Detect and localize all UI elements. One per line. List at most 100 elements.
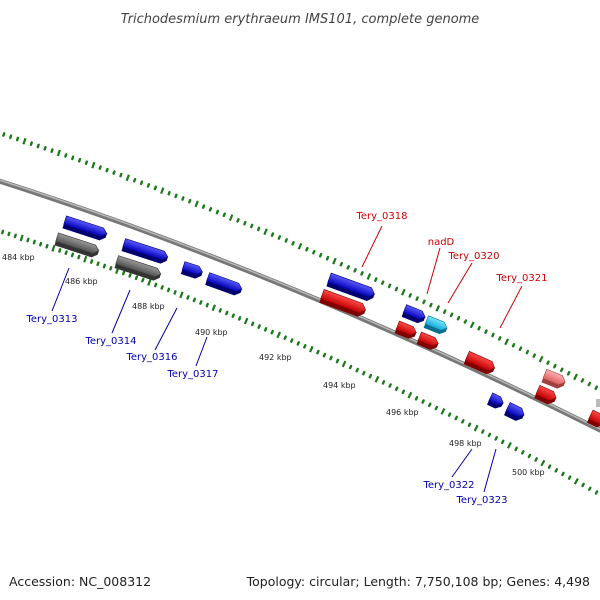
upper-track-minor-tick bbox=[119, 172, 123, 178]
upper-track-minor-tick bbox=[222, 212, 226, 218]
map-title: Trichodesmium erythraeum IMS101, complet… bbox=[121, 12, 480, 27]
lower-track-minor-tick bbox=[231, 313, 235, 318]
lower-track-minor-tick bbox=[434, 405, 439, 411]
upper-track-minor-tick bbox=[71, 155, 75, 161]
gene-red-4-shadow bbox=[463, 360, 495, 375]
gene-tery-0322 bbox=[486, 392, 504, 409]
lower-track-minor-tick bbox=[381, 380, 386, 385]
upper-track-minor-tick bbox=[132, 177, 137, 183]
lower-track-minor-tick bbox=[561, 471, 565, 477]
lower-track-minor-tick bbox=[154, 282, 158, 288]
gene-label-tery-0317: Tery_0317 bbox=[166, 369, 218, 380]
upper-track-minor-tick bbox=[518, 346, 523, 351]
upper-track-minor-tick bbox=[112, 170, 116, 175]
lower-track-minor-tick bbox=[588, 486, 592, 491]
tick-label-484: 484 kbp bbox=[2, 253, 35, 262]
gene-red-edge-shadow bbox=[586, 418, 600, 428]
leader-line-tery-0318 bbox=[361, 225, 383, 268]
upper-track-minor-tick bbox=[449, 312, 454, 318]
upper-track-major-tick bbox=[504, 338, 510, 346]
upper-track-minor-tick bbox=[553, 363, 557, 369]
upper-track-minor-tick bbox=[353, 268, 357, 273]
gene-blue-3-shadow bbox=[180, 270, 203, 279]
upper-track-major-tick bbox=[401, 288, 406, 296]
gene-red-3-shadow bbox=[416, 340, 439, 350]
upper-track-major-tick bbox=[228, 214, 234, 222]
gene-gray-edge bbox=[596, 399, 600, 407]
lower-track-minor-tick bbox=[355, 367, 359, 373]
upper-track-major-tick bbox=[538, 355, 544, 363]
upper-track-minor-tick bbox=[339, 261, 343, 267]
upper-track-minor-tick bbox=[105, 167, 109, 173]
lower-track-minor-tick bbox=[102, 263, 107, 269]
upper-track-minor-tick bbox=[181, 196, 185, 201]
lower-track-minor-tick bbox=[225, 310, 229, 316]
upper-track-major-tick bbox=[435, 305, 441, 312]
tick-label-486: 486 kbp bbox=[65, 277, 98, 286]
lower-track-minor-tick bbox=[454, 415, 458, 421]
upper-track-minor-tick bbox=[491, 332, 495, 338]
lower-track-minor-tick bbox=[362, 370, 366, 376]
upper-track-minor-tick bbox=[243, 220, 247, 226]
lower-track-minor-tick bbox=[13, 233, 17, 239]
upper-track-major-tick bbox=[573, 373, 578, 381]
lower-track-minor-tick bbox=[414, 396, 419, 401]
tick-label-492: 492 kbp bbox=[259, 353, 292, 362]
lower-tick-track bbox=[1, 229, 599, 495]
upper-track-minor-tick bbox=[250, 223, 254, 229]
lower-track-minor-tick bbox=[322, 352, 327, 358]
gene-label-tery-0323: Tery_0323 bbox=[455, 495, 507, 506]
upper-track-minor-tick bbox=[9, 134, 13, 140]
upper-track-minor-tick bbox=[146, 182, 151, 188]
gene-label-tery-0322: Tery_0322 bbox=[422, 480, 474, 491]
upper-track-minor-tick bbox=[277, 235, 281, 240]
gene-tery-0318-reverse-shadow bbox=[326, 282, 375, 301]
upper-track-major-tick bbox=[297, 242, 303, 250]
gene-red-4 bbox=[463, 350, 496, 375]
gene-blue-2-body bbox=[122, 238, 169, 261]
gene-label-tery-0318: Tery_0318 bbox=[355, 211, 407, 222]
upper-track-minor-tick bbox=[270, 232, 275, 237]
lower-track-minor-tick bbox=[461, 419, 465, 424]
lower-track-minor-tick bbox=[237, 316, 242, 321]
upper-track-major-tick bbox=[366, 273, 372, 280]
gene-gray-1-shadow bbox=[54, 241, 99, 258]
lower-track-major-tick bbox=[147, 279, 152, 286]
upper-track-minor-tick bbox=[360, 271, 364, 276]
lower-track-major-tick bbox=[211, 304, 217, 312]
upper-track-minor-tick bbox=[594, 385, 598, 390]
lower-track-minor-tick bbox=[32, 239, 36, 245]
lower-track-minor-tick bbox=[554, 468, 558, 473]
gene-red-2 bbox=[394, 320, 417, 339]
lower-track-major-tick bbox=[179, 291, 184, 299]
gene-gray-2-shadow bbox=[114, 264, 161, 281]
lower-track-minor-tick bbox=[218, 308, 222, 313]
gene-red-edge bbox=[586, 409, 600, 428]
upper-track-minor-tick bbox=[498, 336, 502, 341]
gene-tery-0318-reverse bbox=[326, 272, 375, 301]
gene-gray-2-body bbox=[115, 255, 162, 278]
gene-blue-1-body bbox=[63, 215, 108, 237]
upper-track-minor-tick bbox=[16, 136, 20, 142]
lower-track-minor-tick bbox=[205, 302, 209, 308]
lower-track-minor-tick bbox=[250, 321, 255, 327]
lower-track-minor-tick bbox=[481, 429, 485, 434]
upper-track-minor-tick bbox=[312, 249, 316, 255]
lower-track-minor-tick bbox=[121, 270, 126, 276]
upper-track-minor-tick bbox=[484, 329, 488, 334]
lower-track-minor-tick bbox=[96, 261, 100, 267]
lower-track-minor-tick bbox=[283, 335, 287, 340]
gene-tery-0323-body bbox=[505, 402, 525, 418]
lower-track-minor-tick bbox=[290, 338, 294, 343]
upper-track-minor-tick bbox=[305, 246, 309, 252]
lower-track-minor-tick bbox=[192, 297, 197, 303]
gene-blue-4-body bbox=[206, 272, 243, 292]
upper-track-minor-tick bbox=[208, 206, 213, 212]
lower-track-major-tick bbox=[507, 442, 512, 449]
upper-track-minor-tick bbox=[236, 218, 240, 223]
upper-track-minor-tick bbox=[215, 209, 220, 215]
gene-label-tery-0316: Tery_0316 bbox=[125, 352, 177, 363]
upper-track-minor-tick bbox=[188, 198, 192, 204]
upper-track-major-tick bbox=[56, 149, 61, 157]
